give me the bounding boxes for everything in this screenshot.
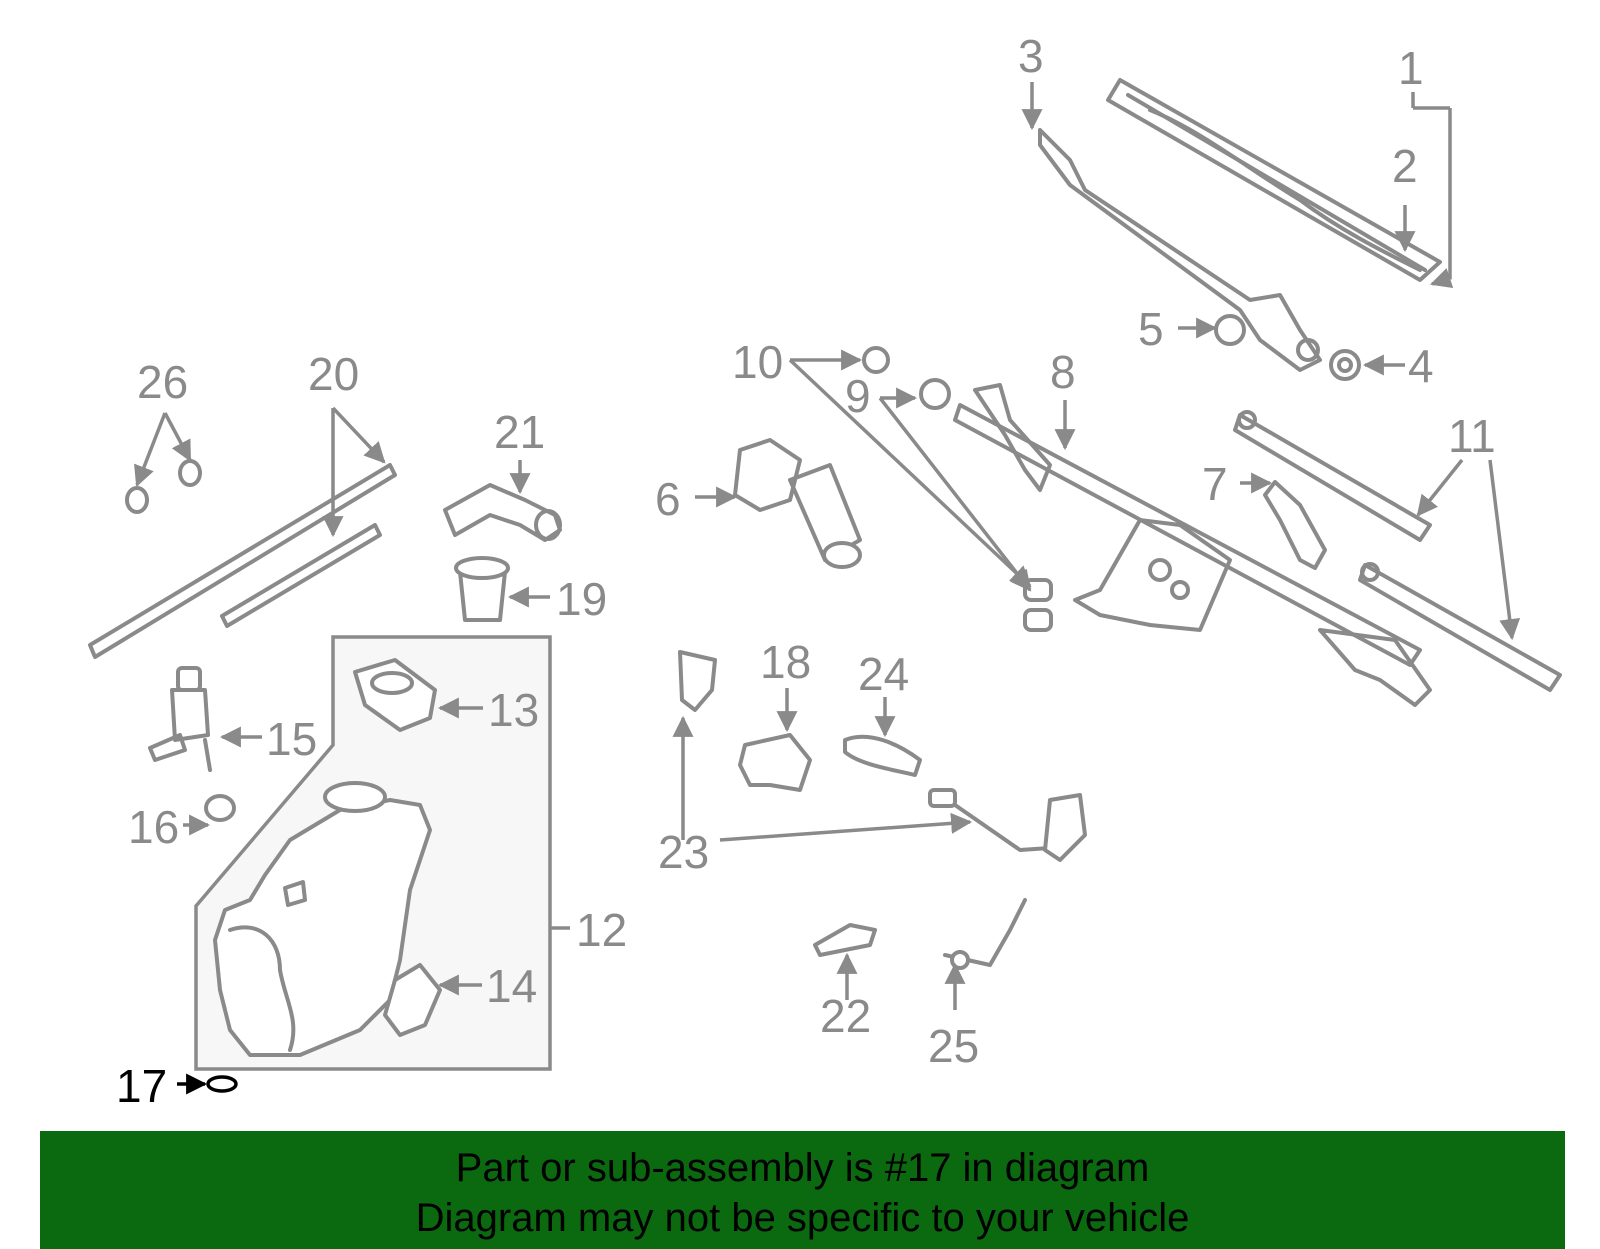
leader-lines	[134, 82, 1521, 1095]
callout-11: 11	[1448, 410, 1496, 462]
motor-crank	[1263, 480, 1327, 570]
wiper-motor	[733, 438, 862, 569]
pump-grommet	[204, 794, 236, 822]
info-banner: Part or sub-assembly is #17 in diagram D…	[40, 1131, 1565, 1249]
callout-4: 4	[1408, 340, 1434, 392]
callout-21: 21	[494, 406, 545, 458]
wiper-linkage-frame	[953, 383, 1432, 707]
nozzle-heater	[943, 898, 1027, 970]
nozzle-bracket	[738, 733, 812, 792]
wiper-arm	[1038, 128, 1322, 372]
callout-22: 22	[820, 990, 871, 1042]
callout-19: 19	[556, 573, 607, 625]
callout-6: 6	[655, 473, 681, 525]
washer-pump	[148, 666, 212, 772]
wiring-harness	[928, 788, 1087, 862]
washer-nozzle	[843, 734, 922, 777]
banner-line-disclaimer: Diagram may not be specific to your vehi…	[415, 1196, 1190, 1240]
callout-12: 12	[576, 904, 627, 956]
level-sensor	[678, 650, 717, 712]
callout-14: 14	[486, 960, 537, 1012]
callout-8: 8	[1050, 346, 1076, 398]
callout-26: 26	[137, 356, 188, 408]
callout-3: 3	[1018, 30, 1044, 82]
callout-13: 13	[488, 684, 539, 736]
callout-7: 7	[1202, 458, 1228, 510]
arm-nut	[1214, 314, 1246, 346]
callout-17: 17	[116, 1060, 167, 1112]
callout-2: 2	[1392, 140, 1418, 192]
callout-5: 5	[1138, 303, 1164, 355]
callout-9: 9	[845, 370, 871, 422]
hose-clip	[125, 459, 202, 514]
washer-reservoir	[213, 781, 432, 1057]
washer-hose	[88, 463, 397, 659]
wiper-blade	[1106, 78, 1442, 282]
arm-cap	[1329, 349, 1361, 381]
grommet	[862, 346, 1053, 632]
banner-line-part: Part or sub-assembly is #17 in diagram	[455, 1146, 1150, 1190]
callout-labels: 1 2 3 4 5 6 7 8 9 10 11 12 13 14 15 16 1…	[116, 30, 1496, 1112]
callout-24: 24	[858, 648, 909, 700]
hose-connector	[813, 923, 877, 957]
callout-23: 23	[658, 826, 709, 878]
callout-1: 1	[1398, 42, 1424, 94]
callout-10: 10	[732, 336, 783, 388]
reservoir-hose	[383, 963, 442, 1037]
reservoir-cap	[353, 658, 437, 732]
callout-25: 25	[928, 1020, 979, 1072]
callout-15: 15	[266, 713, 317, 765]
callout-20: 20	[308, 348, 359, 400]
connecting-rod	[1233, 410, 1562, 692]
hose-elbow	[443, 483, 562, 542]
o-ring	[206, 1075, 238, 1093]
callout-18: 18	[760, 636, 811, 688]
callout-16: 16	[128, 801, 179, 853]
filler-neck	[454, 556, 510, 622]
